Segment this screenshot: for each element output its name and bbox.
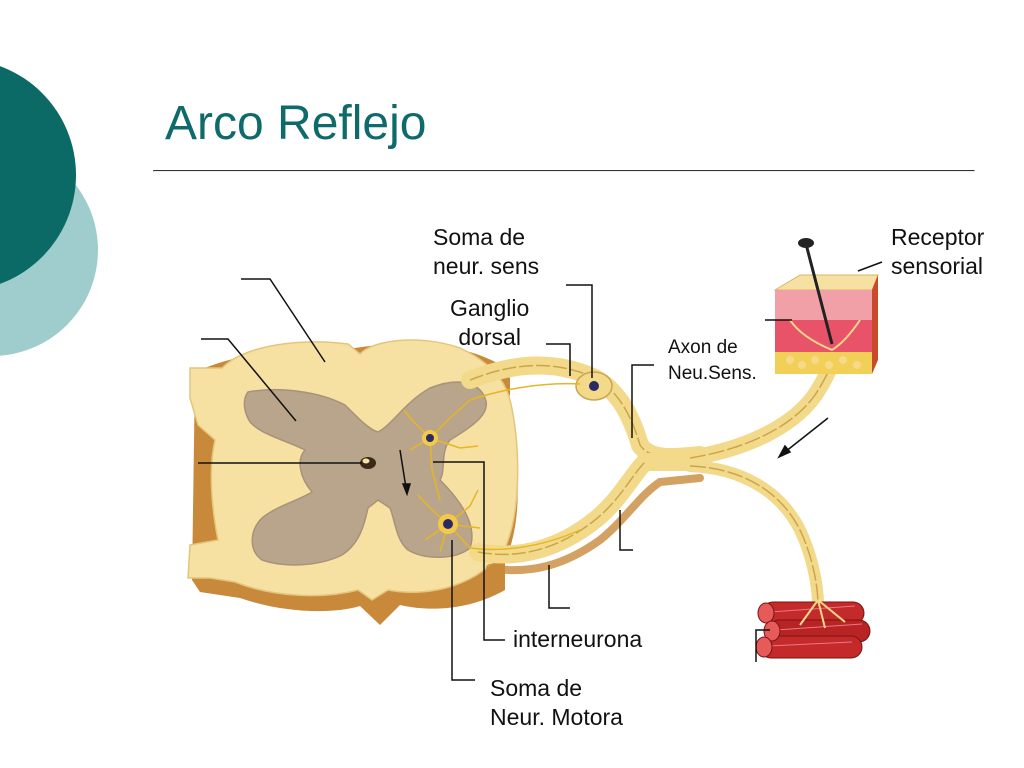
spinal-cord-section — [187, 339, 519, 625]
effector-muscle — [755, 599, 871, 659]
title-divider — [153, 170, 975, 172]
decor-circle-dark — [0, 66, 76, 284]
pin — [804, 243, 834, 345]
label-soma-sensory: Soma de neur. sens — [433, 224, 540, 279]
flow-arrows — [399, 417, 829, 497]
label-receptor: Receptor sensorial — [891, 224, 985, 279]
leader-lines — [198, 261, 883, 681]
slide-title: Arco Reflejo — [165, 97, 427, 150]
nerve-roots — [461, 332, 846, 611]
label-dorsal-ganglion: Ganglio dorsal — [450, 295, 530, 350]
neurons — [403, 382, 581, 553]
label-axon-sensory: Axon de Neu.Sens. — [668, 337, 757, 384]
sensory-receptor-skin — [773, 238, 879, 374]
label-soma-motor: Soma de Neur. Motora — [490, 675, 623, 730]
label-interneuron: interneurona — [513, 626, 643, 652]
